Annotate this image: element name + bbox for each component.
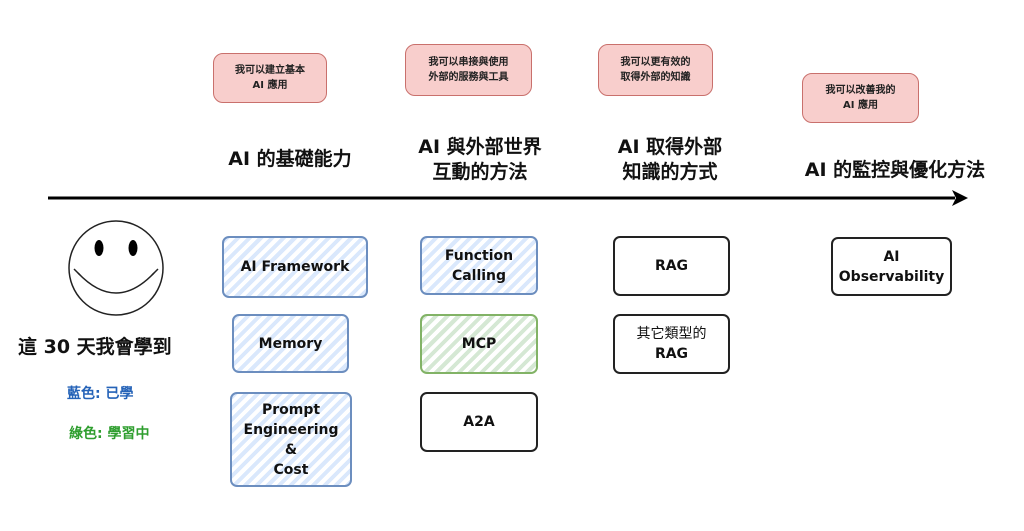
intro-title: 這 30 天我會學到 [18,336,172,358]
topic-mcp[interactable]: MCP [420,314,538,374]
bubble-text: 我可以改善我的 AI 應用 [825,85,896,111]
stage-heading-3: AI 取得外部 知識的方式 [617,136,723,183]
topic-ai-observability[interactable]: AI Observability [831,237,952,296]
legend-learning: 綠色: 學習中 [69,426,150,442]
bubble-text: 我可以串接與使用 外部的服務與工具 [428,57,509,83]
stage-heading-2: AI 與外部世界 互動的方法 [418,136,542,183]
legend-learned: 藍色: 已學 [67,386,134,402]
topic-ai-framework[interactable]: AI Framework [222,236,368,298]
topic-other-rag-line1: 其它類型的 [636,326,707,342]
bubble-text: 我可以更有效的 取得外部的知識 [620,57,691,83]
topic-a2a[interactable]: A2A [420,392,538,452]
topic-function-calling[interactable]: Function Calling [420,236,538,295]
stage-heading-4: AI 的監控與優化方法 [804,159,986,181]
topic-prompt-engineering[interactable]: Prompt Engineering & Cost [230,392,352,487]
topic-memory[interactable]: Memory [232,314,349,373]
speech-bubble-stage-2: 我可以串接與使用 外部的服務與工具 [405,44,532,96]
speech-bubble-stage-3: 我可以更有效的 取得外部的知識 [598,44,713,96]
stage-heading-1: AI 的基礎能力 [228,148,352,170]
bubble-text: 我可以建立基本 AI 應用 [235,65,305,91]
topic-other-rag-line2: RAG [654,346,689,362]
topic-other-rag[interactable]: 其它類型的 RAG [613,314,730,374]
smiley-face-icon [68,220,164,316]
speech-bubble-stage-1: 我可以建立基本 AI 應用 [213,53,327,103]
speech-bubble-stage-4: 我可以改善我的 AI 應用 [802,73,919,123]
topic-rag[interactable]: RAG [613,236,730,296]
